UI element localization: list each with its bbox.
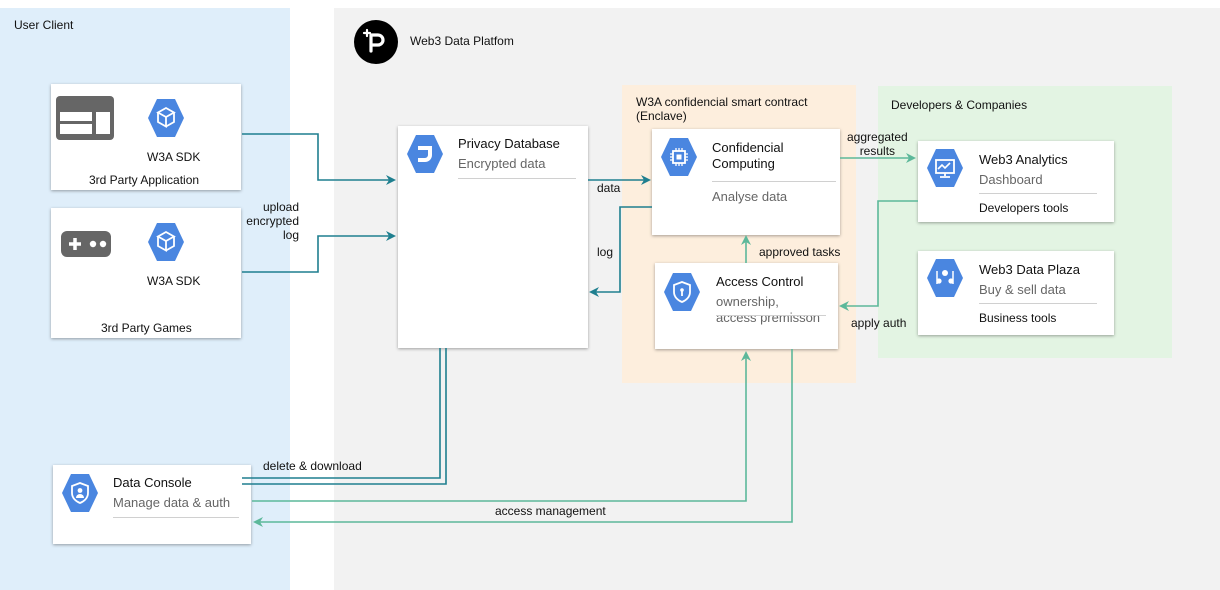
cube-icon <box>147 98 185 138</box>
platform-label: Web3 Data Platfom <box>410 34 514 48</box>
user-client-label: User Client <box>14 18 74 32</box>
platform-logo <box>354 20 398 64</box>
data-console-title: Data Console <box>113 475 192 490</box>
business-tools-label: Business tools <box>979 311 1057 325</box>
web3-analytics-title: Web3 Analytics <box>979 152 1068 167</box>
access-control-card[interactable]: Access Control ownership, access premiss… <box>655 263 838 349</box>
confidential-computing-title: Confidencial Computing <box>712 140 784 171</box>
monitor-chart-icon <box>926 148 964 188</box>
third-party-games-label: 3rd Party Games <box>101 321 192 335</box>
divider <box>979 193 1097 194</box>
privacy-database-card[interactable]: Privacy Database Encrypted data <box>398 126 588 348</box>
third-party-app-label: 3rd Party Application <box>89 173 200 187</box>
data-console-subtitle: Manage data & auth <box>113 495 231 510</box>
edge-db-to-console-b <box>242 348 447 485</box>
privacy-database-subtitle: Encrypted data <box>458 156 546 171</box>
edge-access-to-console <box>253 349 793 527</box>
web3-analytics-subtitle: Dashboard <box>979 172 1043 187</box>
edge-db-to-console-a <box>242 348 441 479</box>
sdk-label: W3A SDK <box>147 150 201 164</box>
edge-console-to-access <box>252 351 751 502</box>
developers-label: Developers & Companies <box>891 98 1028 112</box>
developers-tools-label: Developers tools <box>979 201 1069 215</box>
divider <box>458 178 576 179</box>
gamepad-icon <box>61 231 111 257</box>
divider <box>716 315 826 316</box>
web3-analytics-card[interactable]: Web3 Analytics Dashboard Developers tool… <box>918 141 1114 222</box>
divider <box>979 303 1097 304</box>
apply-auth-label: apply auth <box>851 316 907 330</box>
confidential-computing-card[interactable]: Confidencial Computing Analyse data <box>652 129 840 235</box>
web3-data-plaza-card[interactable]: Web3 Data Plaza Buy & sell data Business… <box>918 251 1114 335</box>
access-control-subtitle: ownership, access premisson <box>716 294 821 325</box>
web3-data-plaza-title: Web3 Data Plaza <box>979 262 1080 277</box>
edge-app-to-db <box>242 133 396 185</box>
upload-label: upload encrypted log <box>246 200 299 242</box>
data-label: data <box>597 181 621 195</box>
third-party-app-card[interactable]: W3A SDK 3rd Party Application <box>51 84 241 190</box>
confidential-computing-subtitle: Analyse data <box>712 189 788 204</box>
log-label: log <box>597 245 614 259</box>
edge-compute-log-to-db <box>589 206 652 297</box>
shield-icon <box>663 272 701 312</box>
access-control-title: Access Control <box>716 274 804 289</box>
group-icon <box>926 258 964 298</box>
data-console-card[interactable]: Data Console Manage data & auth <box>53 465 251 544</box>
user-shield-icon <box>61 473 99 513</box>
divider <box>113 517 239 518</box>
third-party-games-card[interactable]: W3A SDK 3rd Party Games <box>51 208 241 338</box>
privacy-database-title: Privacy Database <box>458 136 560 151</box>
edge-analytics-to-access <box>839 200 918 311</box>
web3-data-plaza-subtitle: Buy & sell data <box>979 282 1066 297</box>
chip-icon <box>660 137 698 177</box>
database-icon <box>406 134 444 174</box>
delete-download-label: delete & download <box>263 459 362 473</box>
edge-games-to-db <box>242 231 396 273</box>
approved-tasks-label: approved tasks <box>759 245 841 259</box>
divider <box>712 181 836 182</box>
aggregated-results-label: aggregated results <box>847 130 908 158</box>
enclave-label: W3A confidencial smart contract (Enclave… <box>636 95 808 123</box>
app-layout-icon <box>56 96 114 140</box>
access-management-label: access management <box>495 504 606 518</box>
cube-icon <box>147 222 185 262</box>
sdk-label: W3A SDK <box>147 274 201 288</box>
